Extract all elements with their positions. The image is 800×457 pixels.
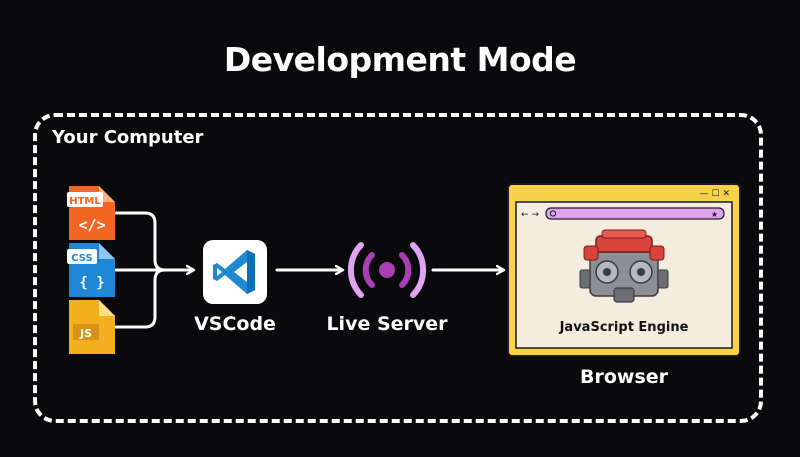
css-file-icon: CSS { } xyxy=(67,243,115,297)
your-computer-label: Your Computer xyxy=(52,127,204,148)
js-file-tag: JS xyxy=(79,327,92,340)
edge-html-to-vscode xyxy=(114,211,195,272)
html-file-tag: HTML xyxy=(69,196,101,207)
live-server-label: Live Server xyxy=(326,313,448,335)
vscode-icon xyxy=(203,240,267,304)
js-file-icon: JS xyxy=(69,300,115,354)
edge-js-to-vscode xyxy=(114,268,195,329)
browser-window-controls: — ☐ ✕ xyxy=(700,189,730,199)
html-file-glyph: </> xyxy=(78,216,105,234)
engine-icon xyxy=(579,229,669,303)
browser-url-bar xyxy=(545,207,725,220)
url-search-icon xyxy=(549,210,557,217)
browser-window: — ☐ ✕ ← → ★ JavaScript Engine xyxy=(507,183,741,357)
your-computer-boundary xyxy=(33,113,763,423)
css-file-tag: CSS xyxy=(71,253,92,264)
broadcast-icon xyxy=(347,242,427,298)
css-file-glyph: { } xyxy=(79,275,104,291)
javascript-engine-label: JavaScript Engine xyxy=(559,320,689,335)
diagram-title: Development Mode xyxy=(223,40,577,79)
browser-nav-arrows: ← → xyxy=(521,210,539,220)
browser-label: Browser xyxy=(579,366,669,388)
bookmark-star-icon: ★ xyxy=(711,210,718,219)
html-file-icon: HTML </> xyxy=(67,186,115,240)
vscode-label: VSCode xyxy=(194,313,276,335)
